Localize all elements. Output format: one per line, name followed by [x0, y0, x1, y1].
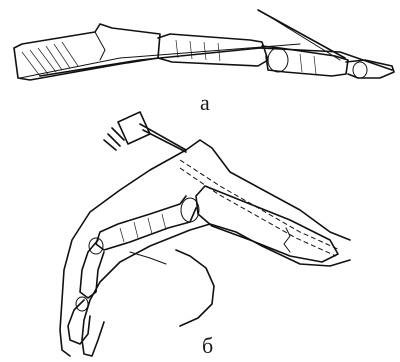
panel-a-bones: [14, 10, 394, 80]
panel-a-label: а: [200, 92, 210, 114]
panel-b-hand: [60, 112, 350, 356]
panel-b-label: б: [202, 335, 213, 357]
